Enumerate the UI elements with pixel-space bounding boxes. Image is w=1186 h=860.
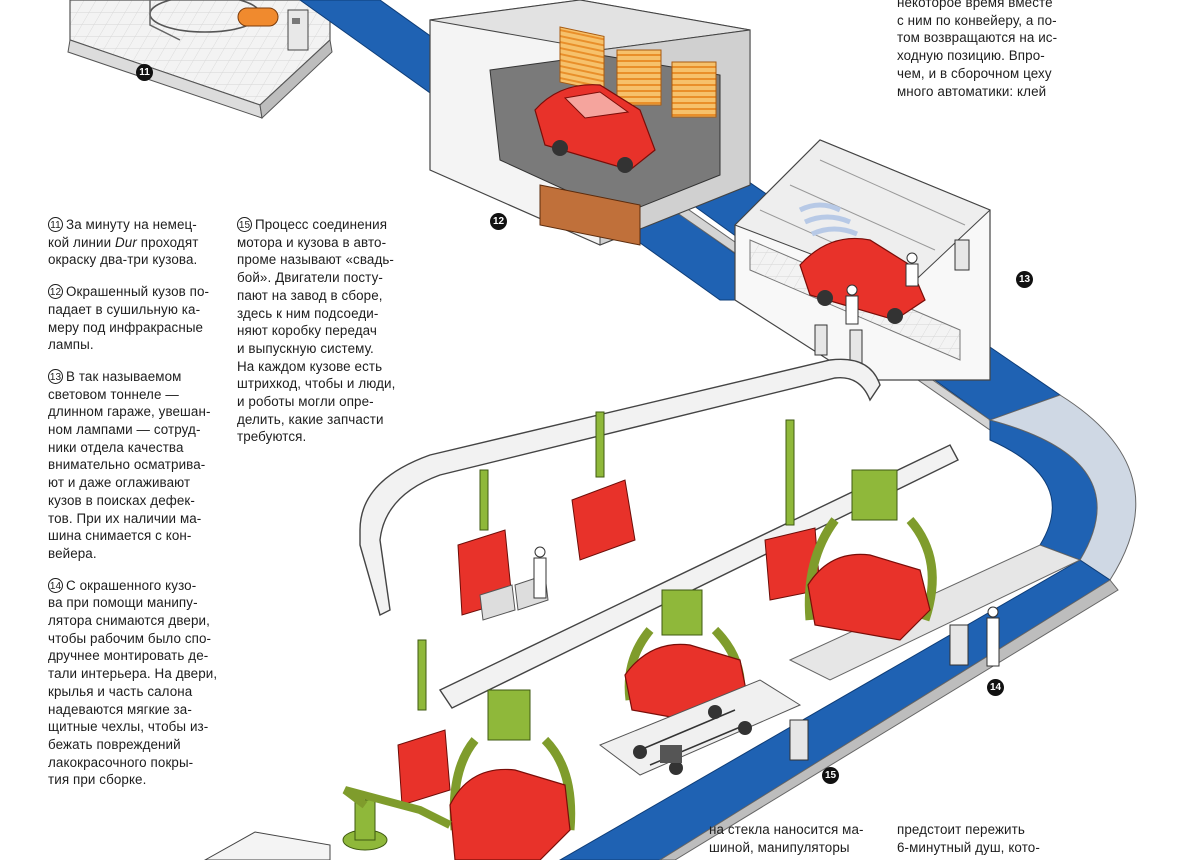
text-line: длинном гараже, увешан- xyxy=(48,404,211,420)
text-line: здесь к ним подсоеди- xyxy=(237,305,379,321)
text-line: штрихкод, чтобы и люди, xyxy=(237,376,396,392)
text-line: вейера. xyxy=(48,545,97,561)
text-line: крылья и часть салона xyxy=(48,683,193,699)
paint-station xyxy=(67,0,333,120)
marker-15: 15 xyxy=(822,767,839,784)
text-line: шиной, манипуляторы xyxy=(709,839,850,855)
paragraph-number: 14 xyxy=(48,577,63,593)
text-line: С окрашенного кузо- xyxy=(66,577,197,593)
text-line: внимательно осматрива- xyxy=(48,457,206,473)
text-line: тов. При их наличии ма- xyxy=(48,510,202,526)
text-line: на стекла наносится ма- xyxy=(709,822,864,837)
paragraph-number: 12 xyxy=(48,284,63,300)
paragraph-number: 11 xyxy=(48,217,63,232)
text-line: пают на завод в сборе, xyxy=(237,287,383,303)
marker-11: 11 xyxy=(136,64,153,81)
text-line: надеваются мягкие за- xyxy=(48,701,192,717)
text-line: На каждом кузове есть xyxy=(237,358,383,374)
text-line: лятора снимаются двери, xyxy=(48,613,210,629)
text-line: бой». Двигатели посту- xyxy=(237,270,383,286)
light-tunnel xyxy=(734,139,991,381)
text-line: дручнее монтировать де- xyxy=(48,648,209,664)
text-line: много автоматики: клей xyxy=(897,83,1047,99)
text-line: ники отдела качества xyxy=(48,439,184,455)
line-name: Dur xyxy=(115,234,137,250)
text-line: и роботы могли опре- xyxy=(237,394,374,410)
text-line: кой линии xyxy=(48,234,116,250)
text-line: Окрашенный кузов по- xyxy=(66,284,210,300)
text-line: кузов в поисках дефек- xyxy=(48,492,195,508)
text-line: бежать повреждений xyxy=(48,736,181,752)
overhead-rail xyxy=(359,358,959,806)
text-line: некоторое время вместе xyxy=(897,0,1053,10)
paragraph-number: 15 xyxy=(237,217,252,232)
marker-14: 14 xyxy=(987,679,1004,696)
text-line: Процесс соединения xyxy=(255,217,388,232)
text-line: ходную позицию. Впро- xyxy=(897,48,1045,64)
text-line: щитные чехлы, чтобы из- xyxy=(48,719,209,735)
drying-chamber xyxy=(429,0,751,246)
text-line: лакокрасочного покры- xyxy=(48,754,194,770)
marker-13: 13 xyxy=(1016,271,1033,288)
marker-12: 12 xyxy=(490,213,507,230)
text-line: мотора и кузова в авто- xyxy=(237,234,387,250)
text-line: и выпускную систему. xyxy=(237,340,374,356)
text-line: делить, какие запчасти xyxy=(237,411,384,427)
text-line: лампы. xyxy=(48,337,94,353)
text-line: окраску два-три кузова. xyxy=(48,252,198,268)
paragraph-number: 13 xyxy=(48,368,63,384)
text-line: тали интерьера. На двери, xyxy=(48,666,218,682)
text-line: ва при помощи манипу- xyxy=(48,595,198,611)
text-line: проходят xyxy=(136,234,199,250)
text-line: чем, и в сборочном цеху xyxy=(897,65,1052,81)
text-line: В так называемом xyxy=(66,368,182,384)
text-line: За минуту на немец- xyxy=(66,217,197,232)
text-line: том возвращаются на ис- xyxy=(897,30,1058,46)
text-line: ном лампами — сотруд- xyxy=(48,422,201,438)
text-line: чтобы рабочим было спо- xyxy=(48,630,212,646)
text-line: с ним по конвейеру, а по- xyxy=(897,12,1057,28)
text-line: проме называют «свадь- xyxy=(237,252,394,268)
text-line: 6-минутный душ, кото- xyxy=(897,839,1040,855)
text-line: няют коробку передач xyxy=(237,323,377,339)
text-line: требуются. xyxy=(237,429,307,445)
column-bottom-mid: на стекла наносится ма- шиной, манипулят… xyxy=(709,821,864,856)
column-top-right: некоторое время вместе с ним по конвейер… xyxy=(897,0,1057,100)
text-line: тия при сборке. xyxy=(48,772,147,788)
text-line: предстоит пережить xyxy=(897,822,1025,837)
text-line: ют и даже оглаживают xyxy=(48,475,191,491)
marriage-station xyxy=(203,469,1000,860)
text-line: падает в сушильную ка- xyxy=(48,301,201,317)
column-bottom-right: предстоит пережить 6-минутный душ, кото- xyxy=(897,821,1040,856)
text-line: меру под инфракрасные xyxy=(48,319,204,335)
text-line: световом тоннеле — xyxy=(48,386,179,402)
text-line: шина снимается с кон- xyxy=(48,528,192,544)
